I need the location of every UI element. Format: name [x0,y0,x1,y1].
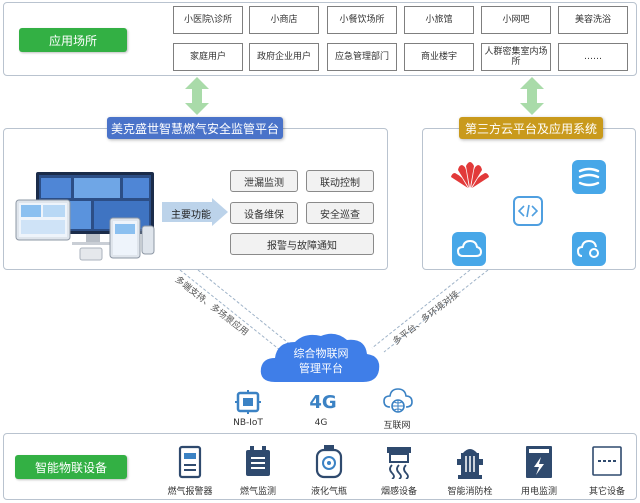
third-party-title: 第三方云平台及应用系统 [459,117,603,139]
gas-alarm-icon [178,445,202,479]
scenes-title: 应用场所 [19,28,127,52]
device-label: 液化气瓶 [310,487,347,497]
function-alarm-notification: 报警与故障通知 [230,233,374,255]
gas-monitor-icon [246,446,270,476]
platform-title: 美克盛世智慧燃气安全监管平台 [107,117,283,139]
device-label: 其它设备 [588,487,625,497]
scene-cell: 小医院\诊所 [173,6,243,34]
scene-cell: …… [558,43,628,71]
device-label: 用电监测 [520,487,557,497]
dashboard-screens-illustration [15,172,155,261]
arrow-thirdparty-scenes [520,77,544,115]
main-functions-arrow [162,198,228,226]
scene-cell: 小旅馆 [404,6,474,34]
function-leak-monitoring: 泄漏监测 [230,170,298,192]
4g-icon: 4G [309,392,337,413]
smoke-detector-icon [387,447,411,479]
scene-cell: 家庭用户 [173,43,243,71]
iot-platform-cloud [260,333,380,382]
network-label-4g: 4G [314,418,328,428]
fire-hydrant-icon [457,449,483,479]
device-label: 燃气报警器 [167,487,213,497]
scene-cell: 人群密集室内场所 [481,43,551,71]
function-safety-patrol: 安全巡查 [306,202,374,224]
scene-cell: 商业楼宇 [404,43,474,71]
cloud-icon [452,232,486,266]
scene-cell: 美容洗浴 [558,6,628,34]
scene-cell: 小网吧 [481,6,551,34]
iot-platform-line1: 综合物联网 [293,347,349,360]
scene-cell: 小餐饮场所 [327,6,397,34]
device-label: 智能消防栓 [447,487,493,497]
iot-platform-line2: 管理平台 [299,362,343,375]
code-icon [513,196,543,226]
scene-cell: 应急管理部门 [327,43,397,71]
power-monitor-icon [526,446,552,478]
scene-cell: 政府企业用户 [249,43,319,71]
function-device-maintenance: 设备维保 [230,202,298,224]
network-label-nbiot: NB-IoT [233,418,263,428]
scene-cell: 小商店 [249,6,319,34]
arrow-platform-scenes [185,77,209,115]
devices-title: 智能物联设备 [15,455,127,479]
network-label-internet: 互联网 [383,421,411,431]
device-label: 烟感设备 [380,487,417,497]
function-linkage-control: 联动控制 [306,170,374,192]
other-devices-icon [592,446,622,476]
huawei-logo-icon [451,162,489,188]
internet-icon [383,388,413,413]
blue-app-icon [572,160,606,194]
device-label: 燃气监测 [239,487,276,497]
main-functions-label: 主要功能 [171,210,211,221]
cloud-link-icon [572,232,606,266]
lpg-cylinder-icon [315,445,343,479]
nb-iot-icon [235,390,261,414]
